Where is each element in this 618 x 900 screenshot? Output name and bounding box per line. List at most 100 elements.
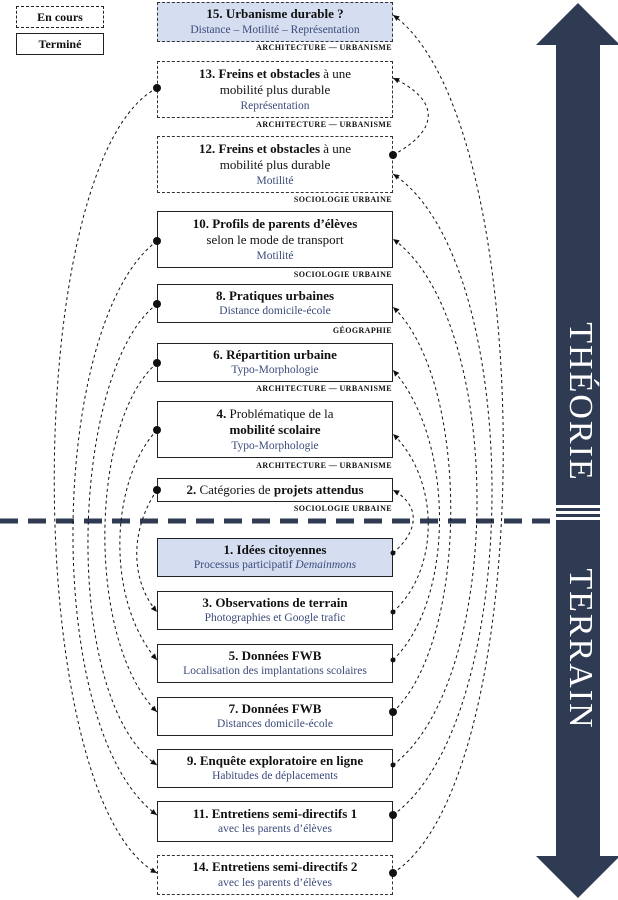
step-subtitle: Localisation des implantations scolaires [183,664,367,679]
title-segment: mobilité plus durable [219,157,331,173]
right-connector-dots [389,151,397,877]
step-title-line: 3. Observations de terrain [202,595,347,612]
step-box-2: 2. Catégories de projets attendus [157,478,393,502]
discipline-label: ARCHITECTURE — URBANISME [256,461,392,470]
title-segment: 3. Observations de terrain [202,594,348,610]
subtitle-segment: Localisation des implantations scolaires [183,665,367,678]
step-subtitle: Habitudes de déplacements [212,769,338,784]
subtitle-segment: avec les parents d’élèves [218,876,332,889]
step-title-line: 15. Urbanisme durable ? [206,6,343,23]
step-title-line: mobilité plus durable [220,157,330,174]
title-segment: 9. Enquête exploratoire en ligne [186,752,364,768]
field-label: TERRAIN [562,568,599,730]
title-segment: 2. [186,481,197,497]
title-segment: 1. Idées citoyennes [223,541,327,557]
step-title-line: 5. Données FWB [229,648,322,665]
theory-label: THÉORIE [562,322,599,482]
step-title-line: 13. Freins et obstacles à une [199,66,351,83]
subtitle-segment: Typo-Morphologie [231,364,319,377]
title-segment: 11. Entretiens semi-directifs 1 [192,805,358,821]
step-title-line: 2. Catégories de projets attendus [186,482,363,499]
step-subtitle: Motilité [256,249,293,264]
step-subtitle: Typo-Morphologie [231,363,318,378]
subtitle-segment: Distance – Motilité – Représentation [190,23,360,36]
step-subtitle: Motilité [256,174,293,189]
left-connectors [53,87,158,874]
step-title-line: mobilité plus durable [220,82,330,99]
step-title-line: 1. Idées citoyennes [224,542,327,559]
title-segment: projets attendus [273,481,364,497]
step-subtitle: avec les parents d’élèves [218,822,332,837]
step-title-line: 4. Problématique de la [217,406,334,423]
title-segment: 7. Données FWB [228,700,322,716]
step-subtitle: Distances domicile-école [217,717,333,732]
theory-field-double-arrow [536,3,618,898]
step-title-line: 9. Enquête exploratoire en ligne [187,753,363,770]
step-box-11: 11. Entretiens semi-directifs 1 avec les … [157,801,393,842]
step-title-line: 10. Profils de parents d’élèves [193,216,358,233]
discipline-label: ARCHITECTURE — URBANISME [256,384,392,393]
legend-done: Terminé [16,33,104,55]
step-title-line: 12. Freins et obstacles à une [199,141,351,158]
title-segment: 14. Entretiens semi-directifs 2 [192,859,358,875]
title-segment: à une [320,65,352,81]
subtitle-segment: Motilité [256,174,294,187]
step-subtitle: avec les parents d’élèves [218,876,332,891]
title-segment: à une [320,140,352,156]
legend-in-progress: En cours [16,6,104,28]
step-title-line: 6. Répartition urbaine [213,347,337,364]
step-subtitle: Photographies et Google trafic [205,611,346,626]
title-segment: Problématique de la [226,405,334,421]
right-connectors [392,14,504,874]
step-subtitle: Distance domicile-école [219,304,330,319]
left-connector-dots [153,84,161,494]
discipline-label: SOCIOLOGIE URBAINE [293,504,392,513]
step-title-line: selon le mode de transport [206,232,343,249]
discipline-label: ARCHITECTURE — URBANISME [256,43,392,52]
step-subtitle: Processus participatif Demainmons [194,558,356,573]
title-segment: mobilité scolaire [229,422,321,438]
title-segment: 15. Urbanisme durable ? [206,6,344,22]
subtitle-segment: Processus participatif [193,559,296,572]
step-title-line: 7. Données FWB [229,701,322,718]
step-title-line: mobilité scolaire [229,422,320,439]
step-title-line: 8. Pratiques urbaines [216,288,334,305]
step-box-7: 7. Données FWB Distances domicile-école [157,697,393,736]
title-segment: 12. Freins et obstacles [198,140,321,156]
title-segment: 5. Données FWB [228,647,322,663]
subtitle-segment: Demainmons [295,559,357,572]
step-box-5: 5. Données FWB Localisation des implantat… [157,644,393,683]
step-title-line: 11. Entretiens semi-directifs 1 [193,806,357,823]
subtitle-segment: Typo-Morphologie [231,439,319,452]
subtitle-segment: Distances domicile-école [217,718,333,731]
discipline-label: SOCIOLOGIE URBAINE [293,195,392,204]
title-segment: selon le mode de transport [206,232,344,248]
title-segment: 8. Pratiques urbaines [215,287,335,303]
title-segment: 13. Freins et obstacles [198,65,321,81]
discipline-label: ARCHITECTURE — URBANISME [256,120,392,129]
subtitle-segment: Motilité [256,249,294,262]
title-segment: 4. [216,405,227,421]
subtitle-segment: Habitudes de déplacements [212,770,338,783]
title-segment: mobilité plus durable [219,82,331,98]
subtitle-segment: avec les parents d’élèves [218,823,332,836]
step-subtitle: Distance – Motilité – Représentation [190,23,359,38]
discipline-label: SOCIOLOGIE URBAINE [293,270,392,279]
step-subtitle: Représentation [241,99,310,114]
step-subtitle: Typo-Morphologie [231,439,318,454]
step-box-15: 15. Urbanisme durable ?Distance – Motili… [157,2,393,42]
subtitle-segment: Distance domicile-école [219,305,331,318]
title-segment: 6. Répartition urbaine [213,346,337,362]
subtitle-segment: Représentation [240,99,310,112]
title-segment: Catégories de [196,481,274,497]
title-segment: 10. Profils de parents d’élèves [192,215,358,231]
